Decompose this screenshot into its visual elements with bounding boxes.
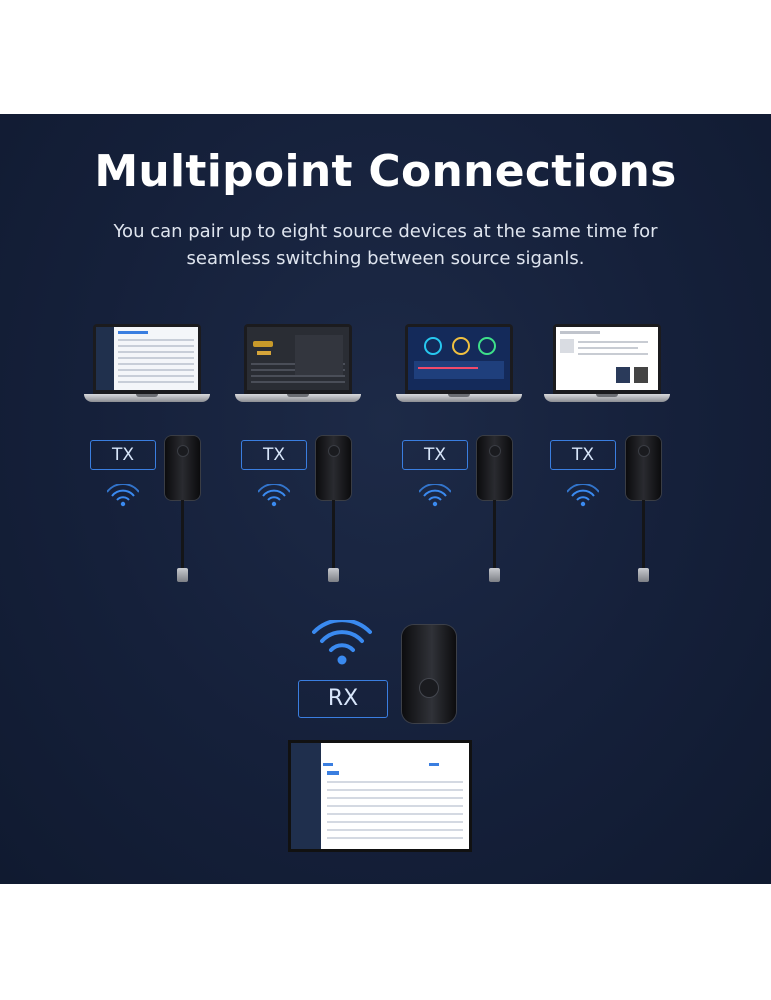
monitor-screen xyxy=(291,743,469,849)
laptop-4-screen xyxy=(556,327,658,390)
page-subtitle: You can pair up to eight source devices … xyxy=(90,218,681,272)
tx-label-2: TX xyxy=(241,440,307,470)
laptop-1 xyxy=(84,324,210,408)
tx-dongle-1 xyxy=(163,436,203,586)
wifi-icon xyxy=(312,620,372,665)
hero-panel: Multipoint Connections You can pair up t… xyxy=(0,114,771,884)
laptop-4 xyxy=(544,324,670,408)
tx-label-3: TX xyxy=(402,440,468,470)
tx-label-1: TX xyxy=(90,440,156,470)
laptop-3 xyxy=(396,324,522,408)
laptop-1-screen xyxy=(96,327,198,390)
display-monitor xyxy=(288,740,472,852)
laptop-2-screen xyxy=(247,327,349,390)
subtitle-line-2: seamless switching between source siganl… xyxy=(186,248,585,269)
tx-label-4: TX xyxy=(550,440,616,470)
page-title: Multipoint Connections xyxy=(94,146,677,197)
wifi-broadcast-icon xyxy=(567,484,599,507)
laptop-2 xyxy=(235,324,361,408)
wifi-broadcast-icon xyxy=(258,484,290,507)
rx-receiver xyxy=(402,625,456,723)
subtitle-line-1: You can pair up to eight source devices … xyxy=(113,221,658,242)
tx-dongle-2 xyxy=(314,436,354,586)
laptop-3-screen xyxy=(408,327,510,390)
rx-label: RX xyxy=(298,680,388,718)
wifi-broadcast-icon xyxy=(107,484,139,507)
tx-dongle-3 xyxy=(475,436,515,586)
tx-dongle-4 xyxy=(624,436,664,586)
wifi-broadcast-icon xyxy=(419,484,451,507)
